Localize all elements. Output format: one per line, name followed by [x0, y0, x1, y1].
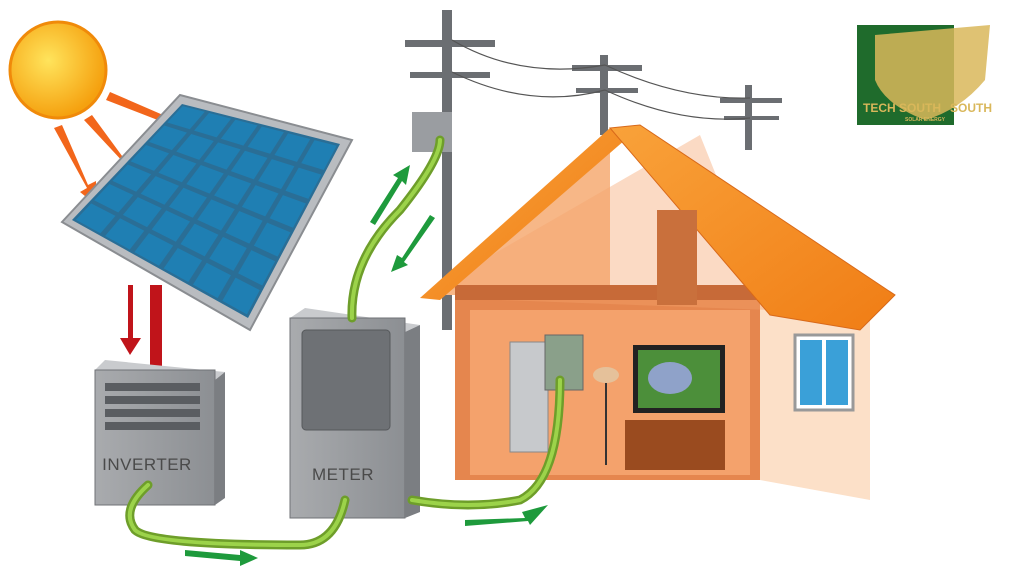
panel-cell — [301, 140, 337, 171]
panel-cell — [247, 126, 284, 154]
panel-cell — [230, 150, 268, 180]
panel-cell — [285, 167, 322, 199]
panel-cell — [176, 133, 214, 160]
panel-cell — [167, 106, 205, 130]
panel-cell — [220, 119, 258, 146]
tech-south-logo: TECH SOUTH SOUTH SOLAR ENERGY — [857, 25, 992, 125]
logo-name-overlap: SOUTH — [950, 101, 992, 115]
panel-cells — [75, 106, 337, 315]
panel-cell — [194, 112, 232, 138]
inverter-label: INVERTER — [102, 455, 192, 474]
panel-cell — [112, 164, 152, 192]
utility-poles — [405, 10, 782, 330]
panel-cell — [209, 236, 247, 271]
logo-tagline: SOLAR ENERGY — [905, 117, 946, 123]
meter-label: METER — [312, 465, 374, 484]
panel-cell — [130, 145, 170, 171]
panel-cell — [269, 195, 306, 228]
panel-cell — [238, 250, 276, 286]
panel-cell — [122, 197, 162, 228]
house — [420, 124, 896, 500]
panel-cell — [151, 210, 191, 242]
panel-cell — [192, 262, 231, 299]
green-arrows — [185, 165, 548, 566]
cable-highlights — [127, 138, 562, 548]
inverter: INVERTER — [94, 360, 225, 506]
panel-cell — [148, 125, 187, 151]
panel-cell — [75, 203, 116, 234]
panel-cell — [168, 187, 207, 218]
panel-cell — [258, 159, 295, 190]
panel-cell — [134, 233, 174, 266]
panel-cell — [94, 183, 134, 213]
panel-cell — [163, 247, 203, 282]
sun — [8, 20, 108, 120]
panel-cell — [241, 185, 279, 217]
panel-cell — [197, 199, 235, 231]
panel-cell — [158, 155, 197, 183]
panel-cell — [274, 133, 311, 162]
panel-cell — [253, 222, 291, 257]
logo-name: TECH SOUTH — [863, 101, 941, 115]
panel-cell — [225, 210, 263, 244]
panel-cell — [222, 277, 260, 315]
panel-cell — [203, 142, 241, 170]
panel-cell — [180, 223, 219, 257]
panel-cell — [214, 175, 252, 206]
panel-cell — [105, 218, 145, 250]
red-arrow — [120, 285, 141, 355]
panel-cell — [186, 165, 224, 194]
panel-cell — [140, 176, 180, 205]
meter: METER — [289, 308, 420, 519]
